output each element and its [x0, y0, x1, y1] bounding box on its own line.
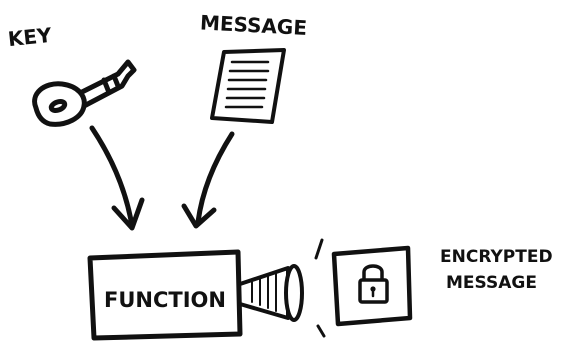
emission-marks: [314, 238, 326, 338]
megaphone-icon: [238, 264, 304, 322]
arrow-key-to-function: [89, 125, 145, 231]
function-box: FUNCTION: [87, 249, 243, 341]
document-icon: [210, 48, 286, 124]
padlock-icon: [358, 264, 389, 304]
arrow-message-to-function: [181, 131, 235, 229]
function-label: FUNCTION: [104, 288, 226, 312]
encrypted-label-line1: ENCRYPTED: [440, 247, 553, 267]
key-icon: [32, 59, 137, 127]
encrypted-message-card: [331, 245, 413, 327]
key-label: KEY: [7, 23, 53, 51]
encrypted-label-line2: MESSAGE: [446, 273, 537, 293]
message-label: MESSAGE: [199, 10, 307, 40]
